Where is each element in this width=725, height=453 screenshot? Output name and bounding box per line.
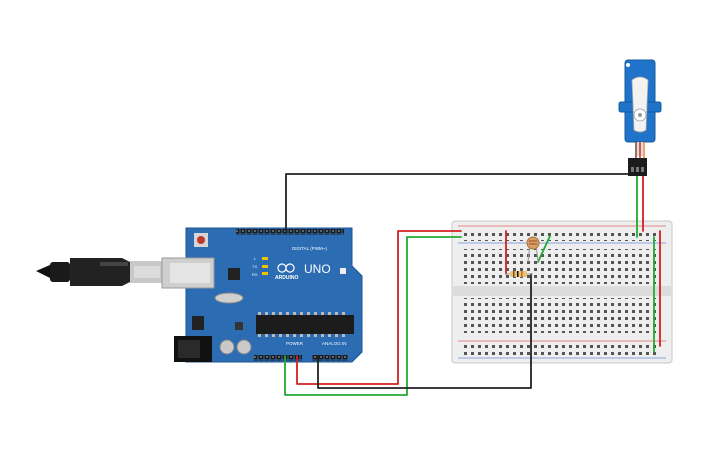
digital-header[interactable] xyxy=(236,229,344,235)
wire-gnd[interactable] xyxy=(284,236,462,396)
arduino-logo-icon xyxy=(277,263,295,273)
led-l xyxy=(262,257,268,260)
top-power-rail[interactable] xyxy=(462,229,658,241)
servo-motor[interactable] xyxy=(618,59,662,176)
crystal-oscillator xyxy=(214,292,244,304)
power-label: POWER xyxy=(286,341,304,346)
led-label-tx: TX xyxy=(252,264,257,269)
wire-sensor-ground[interactable] xyxy=(537,235,551,263)
photoresistor[interactable] xyxy=(526,236,540,263)
wire-5v[interactable] xyxy=(296,230,462,385)
resistor[interactable] xyxy=(505,271,533,277)
brand-label: ARDUINO xyxy=(275,275,298,281)
led-label-rx: RX xyxy=(252,272,258,277)
breadboard[interactable] xyxy=(451,220,673,364)
power-header[interactable] xyxy=(254,355,302,361)
led-rx xyxy=(262,272,268,275)
led-label-l: L xyxy=(254,256,257,261)
microcontroller-chip xyxy=(256,315,354,334)
voltage-regulator xyxy=(192,316,204,330)
led-tx xyxy=(262,265,268,268)
terminal-strip-top[interactable] xyxy=(462,249,658,284)
servo-horn[interactable] xyxy=(631,76,649,133)
analog-header[interactable] xyxy=(312,355,348,361)
bottom-power-rail[interactable] xyxy=(462,344,658,356)
analog-label: ANALOG IN xyxy=(322,341,347,346)
wire-analog-sensor[interactable] xyxy=(317,273,532,389)
wire-servo-signal[interactable] xyxy=(285,173,633,232)
board-model-label: UNO xyxy=(304,262,331,276)
usb-cable[interactable] xyxy=(36,258,164,286)
arduino-uno-board[interactable]: L TX RX UNO ARDUINO DIGITAL (PWM~) POWER… xyxy=(161,227,363,363)
terminal-strip-bottom[interactable] xyxy=(462,298,658,333)
capacitor xyxy=(219,339,235,355)
wires xyxy=(284,173,661,396)
digital-header-label: DIGITAL (PWM~) xyxy=(292,246,327,251)
capacitor xyxy=(236,339,252,355)
usb-chip xyxy=(228,268,240,280)
